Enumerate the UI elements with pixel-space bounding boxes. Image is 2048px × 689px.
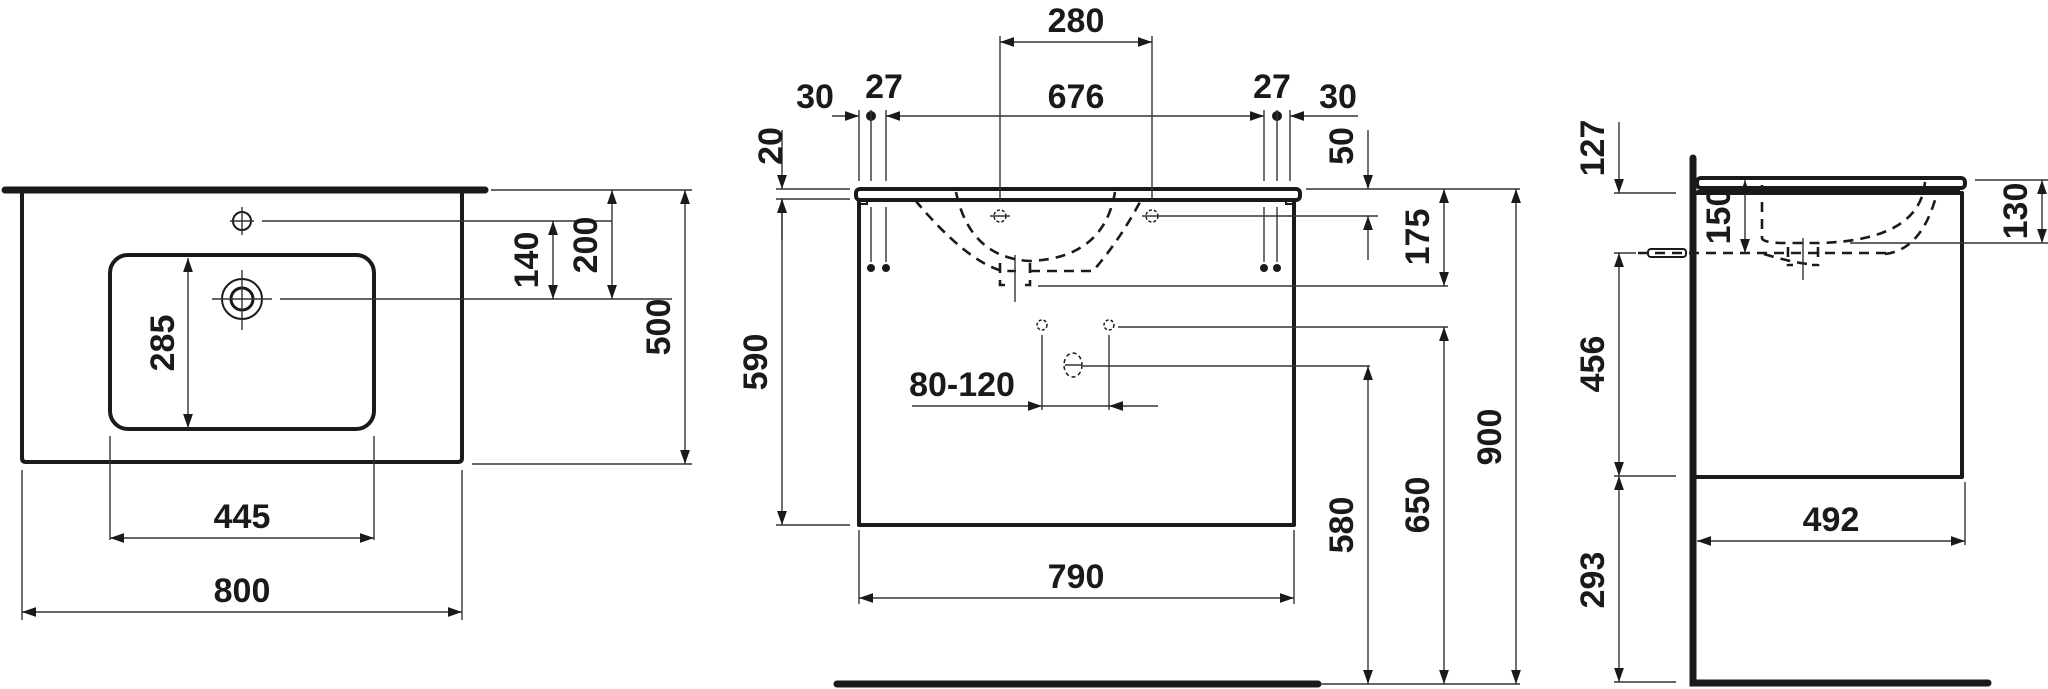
basin-slab-side <box>1695 176 1967 190</box>
dim-580: 580 <box>1323 497 1361 554</box>
dim-27-right: 27 <box>1253 68 1291 106</box>
dim-140: 140 <box>508 232 546 289</box>
dim-650: 650 <box>1399 477 1437 534</box>
dim-130: 130 <box>1997 183 2035 240</box>
top-view: 140 200 500 285 445 800 <box>1 186 692 620</box>
dim-30-left: 30 <box>796 78 834 116</box>
tap-hole-right-icon <box>1142 209 1162 223</box>
dim-150: 150 <box>1700 188 1738 245</box>
dim-280: 280 <box>1048 2 1105 40</box>
dim-127: 127 <box>1574 120 1612 177</box>
side-view: 127 150 130 456 293 492 <box>1574 120 2048 687</box>
cabinet-outline <box>857 198 1296 527</box>
dim-80-120: 80-120 <box>909 366 1015 404</box>
dim-492: 492 <box>1803 501 1860 539</box>
dim-200: 200 <box>567 217 605 274</box>
dim-676: 676 <box>1048 78 1105 116</box>
dim-590: 590 <box>737 334 775 391</box>
tap-hole-icon <box>230 207 254 235</box>
bowl-side-hidden-outline <box>1760 181 1927 245</box>
front-view: 280 30 27 676 27 30 20 590 50 175 80-120… <box>737 2 1521 688</box>
dim-500: 500 <box>640 299 678 356</box>
dim-285: 285 <box>144 315 182 372</box>
dim-175: 175 <box>1399 209 1437 266</box>
cabinet-side-outline <box>1694 191 1964 479</box>
drain-icon <box>212 270 272 330</box>
bowl-outline <box>108 253 376 431</box>
dim-27-left: 27 <box>865 68 903 106</box>
tap-hole-left-icon <box>990 209 1010 223</box>
dim-900: 900 <box>1471 409 1509 466</box>
dim-800: 800 <box>214 572 271 610</box>
basin-slab <box>854 187 1302 202</box>
dim-20: 20 <box>752 127 790 165</box>
wall-plug-icon <box>1647 248 1687 258</box>
supply-connection-icon <box>1036 319 1115 378</box>
dim-30-right: 30 <box>1319 78 1357 116</box>
dim-445: 445 <box>214 498 271 536</box>
basin-outline <box>20 190 464 464</box>
dim-50: 50 <box>1323 127 1361 165</box>
dim-456: 456 <box>1574 336 1612 393</box>
dim-790: 790 <box>1048 558 1105 596</box>
dim-293: 293 <box>1574 552 1612 609</box>
wall-floor-line <box>1689 154 1992 687</box>
